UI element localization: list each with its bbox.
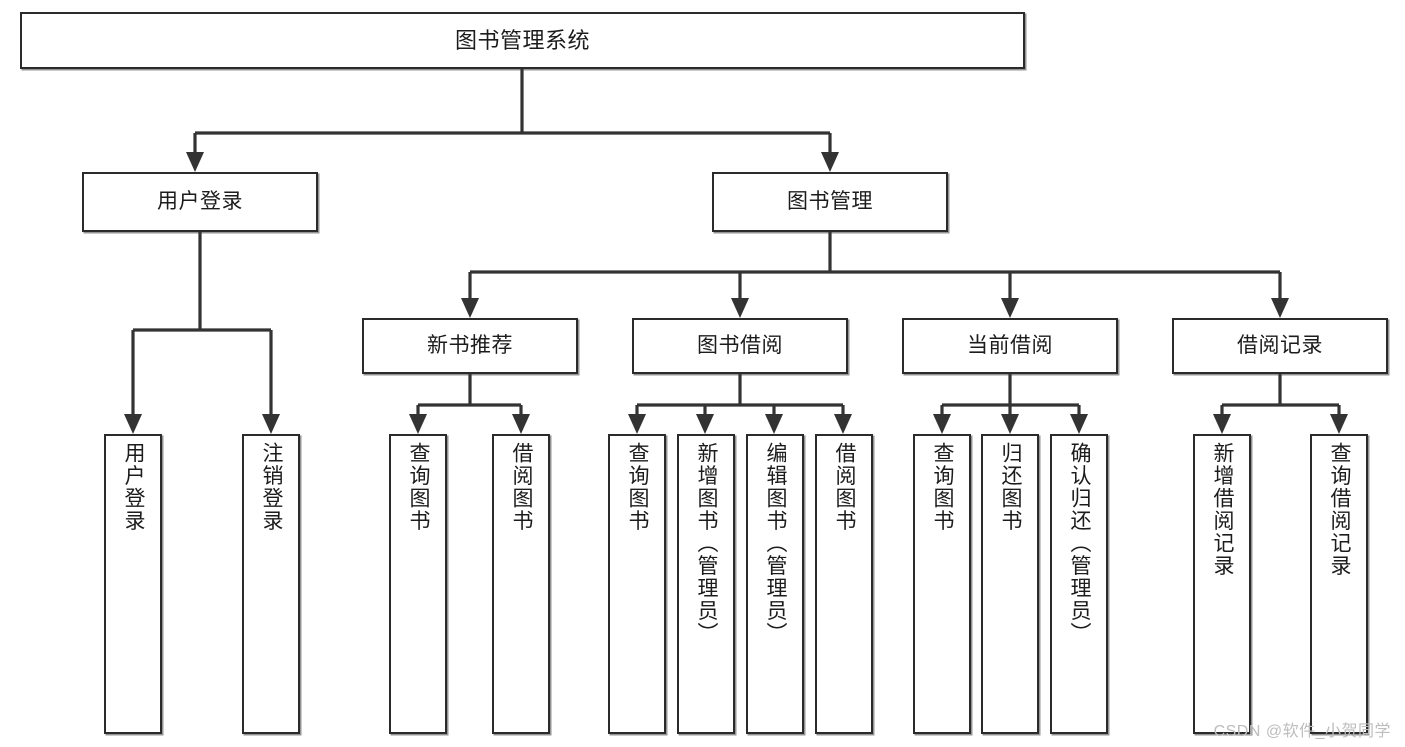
node-leaf-rec-query-record[interactable]: 查询借阅记录 (1310, 434, 1368, 734)
arrowhead-borrow-add-book (696, 414, 714, 434)
node-leaf-cur-return-book-label: 归还图书 (999, 442, 1023, 532)
arrowhead-rec-borrow-book (512, 414, 530, 434)
watermark-text: CSDN @软件_小贺同学 (1213, 723, 1391, 740)
node-leaf-rec-query-book-label: 查询图书 (407, 442, 431, 532)
arrowhead-leaf-user-logout (262, 414, 280, 434)
node-leaf-user-login-label: 用户登录 (122, 442, 146, 532)
node-leaf-cur-confirm-return[interactable]: 确认归还（管理员） (1050, 434, 1108, 734)
arrowhead-book-borrow (731, 298, 749, 318)
node-user-login[interactable]: 用户登录 (82, 172, 318, 232)
node-leaf-borrow-add-book[interactable]: 新增图书（管理员） (677, 434, 735, 734)
arrowhead-rec-query-record (1330, 414, 1348, 434)
arrowhead-cur-confirm-return (1070, 414, 1088, 434)
arrowhead-leaf-user-login (124, 414, 142, 434)
node-leaf-cur-return-book[interactable]: 归还图书 (981, 434, 1039, 734)
arrowhead-current-borrow (1001, 298, 1019, 318)
arrowhead-borrow-record (1271, 298, 1289, 318)
node-leaf-rec-borrow-book[interactable]: 借阅图书 (492, 434, 550, 734)
node-root[interactable]: 图书管理系统 (20, 12, 1025, 69)
arrowhead-borrow-borrow-book (834, 414, 852, 434)
node-leaf-rec-add-record[interactable]: 新增借阅记录 (1193, 434, 1251, 734)
arrowhead-borrow-edit-book (765, 414, 783, 434)
node-new-book-rec[interactable]: 新书推荐 (362, 318, 578, 374)
node-book-borrow[interactable]: 图书借阅 (632, 318, 848, 374)
node-leaf-borrow-add-book-label: 新增图书（管理员） (695, 442, 719, 645)
node-user-login-label: 用户登录 (157, 189, 243, 213)
node-current-borrow[interactable]: 当前借阅 (902, 318, 1118, 374)
node-leaf-rec-add-record-label: 新增借阅记录 (1211, 442, 1235, 577)
node-leaf-cur-confirm-return-label: 确认归还（管理员） (1068, 442, 1092, 645)
node-leaf-user-login[interactable]: 用户登录 (104, 434, 162, 734)
node-leaf-rec-query-record-label: 查询借阅记录 (1328, 442, 1352, 577)
node-leaf-borrow-borrow-book[interactable]: 借阅图书 (815, 434, 873, 734)
node-leaf-rec-borrow-book-label: 借阅图书 (510, 442, 534, 532)
node-leaf-cur-query-book[interactable]: 查询图书 (913, 434, 971, 734)
node-leaf-borrow-query-book-label: 查询图书 (626, 442, 650, 532)
arrowhead-borrow-query-book (628, 414, 646, 434)
node-root-label: 图书管理系统 (454, 27, 590, 53)
arrowhead-rec-query-book (409, 414, 427, 434)
node-leaf-borrow-edit-book-label: 编辑图书（管理员） (764, 442, 788, 645)
node-book-manage[interactable]: 图书管理 (712, 172, 948, 232)
arrowhead-user-login (186, 152, 204, 172)
node-leaf-borrow-edit-book[interactable]: 编辑图书（管理员） (746, 434, 804, 734)
node-book-manage-label: 图书管理 (787, 189, 873, 213)
node-borrow-record-label: 借阅记录 (1237, 333, 1323, 357)
node-leaf-rec-query-book[interactable]: 查询图书 (389, 434, 447, 734)
node-leaf-borrow-query-book[interactable]: 查询图书 (608, 434, 666, 734)
node-new-book-rec-label: 新书推荐 (427, 333, 513, 357)
node-leaf-user-logout-label: 注销登录 (260, 442, 284, 532)
arrowhead-cur-return-book (1001, 414, 1019, 434)
arrowhead-rec-add-record (1213, 414, 1231, 434)
node-current-borrow-label: 当前借阅 (967, 333, 1053, 357)
node-leaf-cur-query-book-label: 查询图书 (931, 442, 955, 532)
arrowhead-cur-query-book (933, 414, 951, 434)
arrowhead-new-book-rec (461, 298, 479, 318)
node-leaf-user-logout[interactable]: 注销登录 (242, 434, 300, 734)
node-book-borrow-label: 图书借阅 (697, 333, 783, 357)
node-leaf-borrow-borrow-book-label: 借阅图书 (833, 442, 857, 532)
arrowhead-book-manage (821, 152, 839, 172)
node-borrow-record[interactable]: 借阅记录 (1172, 318, 1388, 374)
